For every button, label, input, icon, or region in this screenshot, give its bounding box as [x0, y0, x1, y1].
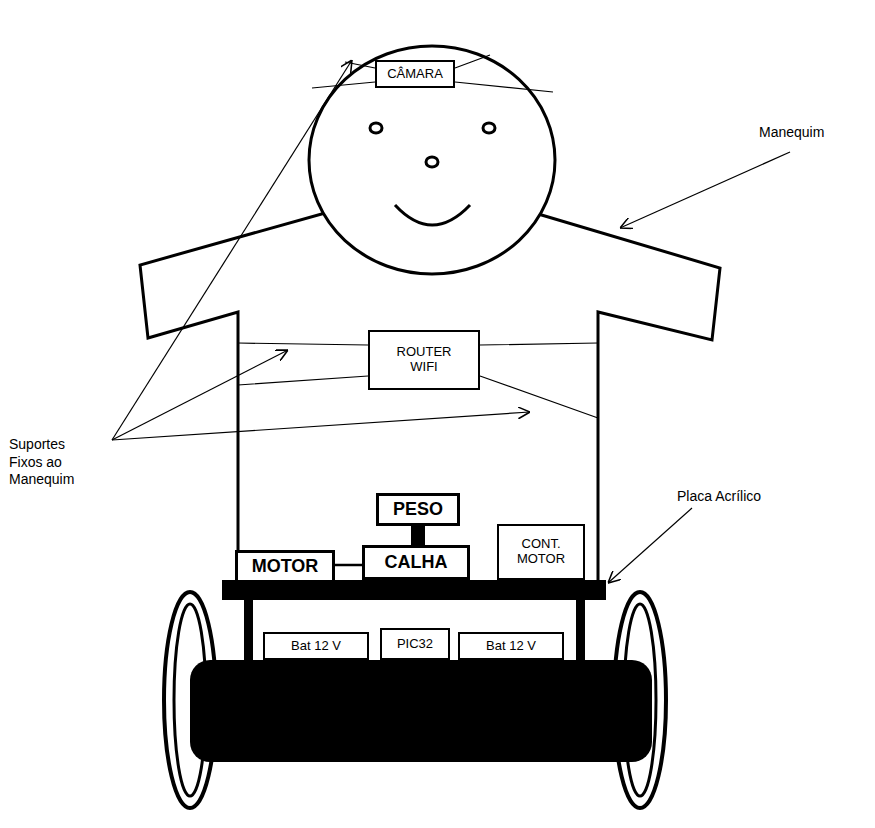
battery-box: Bat 12 V: [263, 632, 369, 660]
box-text: MOTOR: [252, 556, 319, 577]
camera-box: CÂMARA: [375, 60, 455, 88]
weight-box: PESO: [376, 493, 460, 526]
battery-box: Bat 12 V: [458, 632, 564, 660]
box-text: CÂMARA: [387, 67, 443, 82]
motor-controller-box: CONT. MOTOR: [497, 524, 585, 580]
rail-box: CALHA: [362, 545, 470, 580]
microcontroller-box: PIC32: [380, 628, 450, 660]
router-box: ROUTER WIFI: [368, 330, 480, 390]
part-label: Placa Acrílico: [676, 488, 762, 506]
callout-label: Suportes Fixos ao Manequim: [8, 436, 92, 489]
box-text: Bat 12 V: [291, 639, 341, 654]
box-text: Bat 12 V: [486, 639, 536, 654]
support-stem: [411, 526, 425, 546]
part-label: Manequim: [758, 124, 825, 142]
motor-box: MOTOR: [235, 550, 335, 583]
box-text: PIC32: [397, 637, 433, 652]
box-text: CALHA: [385, 552, 448, 573]
box-text: PESO: [393, 499, 443, 520]
box-text: ROUTER WIFI: [389, 345, 459, 375]
shaft-link: [335, 564, 362, 567]
box-text: CONT. MOTOR: [511, 537, 571, 567]
